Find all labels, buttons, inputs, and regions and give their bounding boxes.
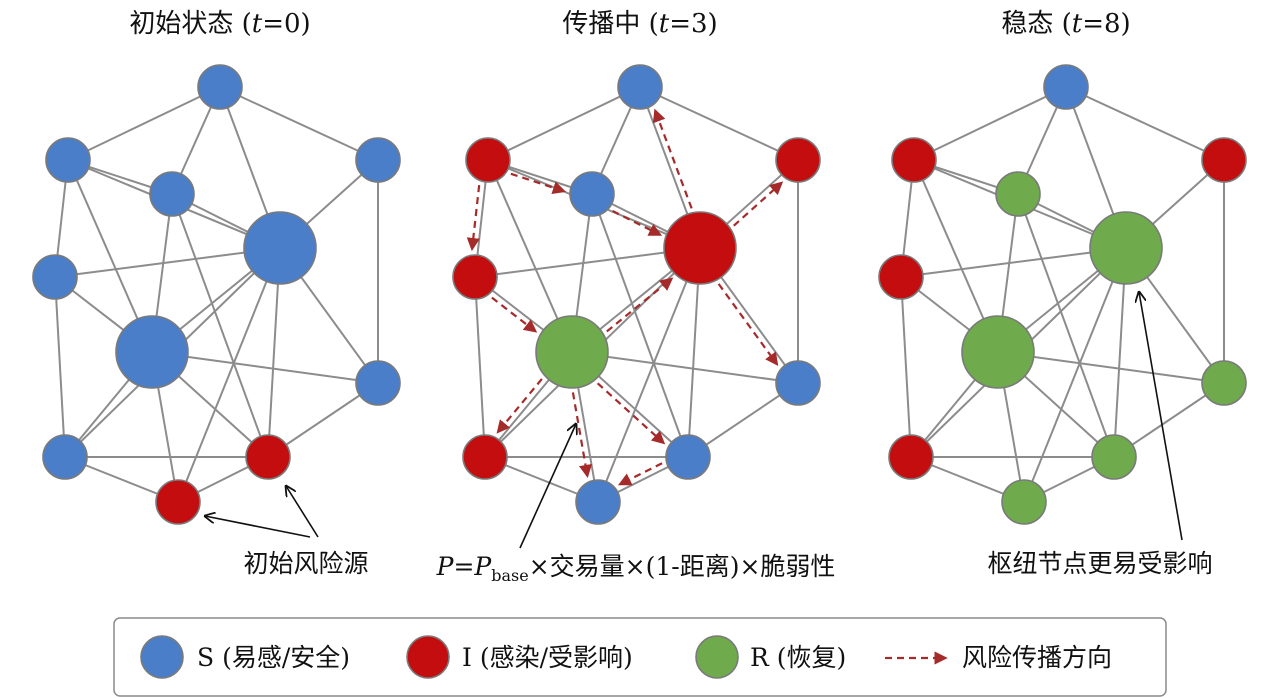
network-edge — [219, 86, 379, 161]
network-node-i — [878, 254, 924, 300]
legend-swatch-s — [140, 635, 184, 679]
legend-label-i: I (感染/受影响) — [462, 643, 633, 672]
legend-label-r: R (恢复) — [750, 643, 846, 672]
network-edge — [487, 86, 641, 161]
spread-arrow — [491, 296, 538, 333]
network-spreading — [452, 64, 821, 525]
network-edge — [591, 193, 689, 458]
spread-arrow — [612, 210, 663, 236]
network-node-s — [617, 64, 663, 110]
spread-arrow — [466, 185, 481, 252]
spread-arrow — [606, 277, 674, 333]
initial-source-annotation: 初始风险源 — [205, 486, 369, 578]
network-node-s — [32, 254, 78, 300]
spread-arrow — [717, 283, 779, 367]
network-node-s — [45, 137, 91, 183]
legend-label-s: S (易感/安全) — [197, 643, 350, 672]
network-node-i — [775, 137, 821, 183]
legend-label-arrow: 风险传播方向 — [962, 643, 1112, 672]
network-node-i — [663, 211, 737, 285]
network-edge — [900, 276, 912, 458]
network-edge — [1065, 86, 1225, 161]
network-node-s — [115, 315, 189, 389]
pointer-arrow — [1139, 292, 1183, 541]
legend-box — [113, 617, 1167, 697]
panel-title-steady: 稳态 (t=8) — [1001, 9, 1130, 39]
network-node-i — [452, 254, 498, 300]
spread-arrow — [652, 108, 693, 209]
network-node-s — [775, 360, 821, 406]
network-node-i — [888, 434, 934, 480]
network-edge — [67, 86, 221, 161]
transmission-formula: P=Pbase×交易量×(1-距离)×脆弱性 — [436, 552, 836, 585]
network-node-i — [465, 137, 511, 183]
network-edge — [54, 247, 281, 278]
network-node-r — [1001, 479, 1047, 525]
network-node-i — [155, 479, 201, 525]
pointer-arrow — [286, 486, 319, 538]
network-node-r — [535, 315, 609, 389]
network-node-s — [243, 211, 317, 285]
network-edge — [474, 276, 486, 458]
network-node-r — [995, 171, 1041, 217]
network-node-s — [665, 434, 711, 480]
network-node-s — [149, 171, 195, 217]
spread-arrow — [617, 462, 663, 486]
network-edge — [1017, 193, 1115, 458]
pointer-arrow — [519, 424, 576, 549]
network-node-s — [355, 360, 401, 406]
network-node-r — [1201, 360, 1247, 406]
network-edge — [171, 193, 269, 458]
pointer-arrow — [205, 516, 311, 538]
network-node-r — [1089, 211, 1163, 285]
network-edge — [54, 276, 66, 458]
spread-arrow — [733, 181, 784, 227]
network-node-s — [575, 479, 621, 525]
network-node-s — [42, 434, 88, 480]
network-node-r — [1091, 434, 1137, 480]
network-edge — [151, 351, 379, 384]
panel-title-initial: 初始状态 (t=0) — [129, 9, 310, 39]
network-node-i — [891, 137, 937, 183]
network-edge — [1023, 247, 1127, 503]
network-node-i — [245, 434, 291, 480]
network-node-s — [197, 64, 243, 110]
legend: S (易感/安全) I (感染/受影响) R (恢复) 风险传播方向 — [113, 617, 1167, 697]
legend-swatch-r — [695, 635, 739, 679]
network-initial — [32, 64, 401, 525]
network-edge — [900, 247, 1127, 278]
network-node-r — [961, 315, 1035, 389]
network-edge — [639, 86, 799, 161]
panel-title-spreading: 传播中 (t=3) — [562, 9, 717, 39]
legend-swatch-i — [406, 635, 450, 679]
annotation-initial-source: 初始风险源 — [243, 549, 368, 578]
network-node-s — [355, 137, 401, 183]
network-node-i — [1201, 137, 1247, 183]
network-steady — [878, 64, 1247, 525]
hub-annotation: 枢纽节点更易受影响 — [987, 292, 1213, 578]
network-node-s — [569, 171, 615, 217]
spread-arrow — [510, 172, 567, 194]
spread-arrow — [571, 392, 593, 479]
network-node-i — [462, 434, 508, 480]
annotation-hub-nodes: 枢纽节点更易受影响 — [987, 549, 1212, 578]
network-edge — [913, 86, 1067, 161]
network-edge — [997, 351, 1225, 384]
spread-arrow — [596, 382, 666, 445]
network-edge — [597, 247, 701, 503]
formula-annotation: P=Pbase×交易量×(1-距离)×脆弱性 — [436, 424, 836, 585]
network-edge — [571, 351, 799, 384]
network-edge — [474, 247, 701, 278]
network-edge — [177, 247, 281, 503]
network-node-s — [1043, 64, 1089, 110]
